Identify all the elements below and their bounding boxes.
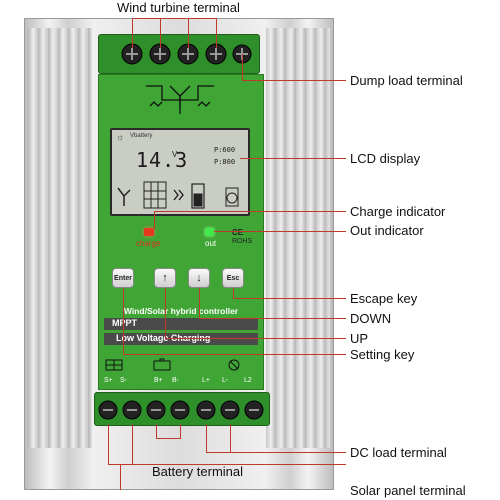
lead-esc-v [233,288,234,298]
label-s-plus: S+ [104,377,113,384]
label-b-plus: B+ [154,377,163,384]
label-down: DOWN [350,311,392,326]
label-solar: Solar panel terminal [350,483,466,498]
label-l-plus: L+ [202,377,210,384]
lead-dc-v2 [230,424,231,452]
charge-led [144,228,154,236]
mppt-band [104,318,258,330]
label-b-minus: B- [172,377,179,384]
lcd-voltage: 14.3 [136,148,189,172]
left-fins [28,28,92,448]
enter-key[interactable]: Enter [112,268,134,288]
lead-solar-v2 [132,424,133,464]
lead-wind-v3 [188,18,189,48]
label-battery: Battery terminal [152,464,244,479]
lcd-voltage-unit: V [172,150,178,159]
label-setting: Setting key [350,347,415,362]
lead-wind-v1 [132,18,133,48]
down-key[interactable]: ↓ [188,268,210,288]
lead-wind-h [132,18,217,19]
lead-setting-v [123,288,124,354]
lead-setting [123,354,346,355]
label-l2: L2 [244,377,252,384]
up-key[interactable]: ↑ [154,268,176,288]
lead-battery-v1 [156,424,157,438]
lead-dc-v [206,424,207,452]
lead-solar [108,464,346,465]
label-dump-load: Dump load terminal [350,73,463,88]
lcd-sun-icon: ☼ [116,132,125,142]
lead-dump [242,54,243,80]
out-led-label: out [205,239,217,248]
lead-down-v [199,288,200,318]
lead-solar-v1 [108,424,109,464]
lcd-status-icons [114,178,246,212]
lead-out [214,231,346,232]
ce-mark: CE [232,228,244,237]
label-escape: Escape key [350,291,418,306]
top-screws [108,40,252,68]
lead-charge-v [154,211,155,229]
bottom-terminal-icons [100,358,264,378]
lead-esc [233,298,346,299]
esc-key[interactable]: Esc [222,268,244,288]
bottom-screws [94,396,270,424]
rohs-mark: ROHS [232,238,253,245]
lead-charge [154,211,346,212]
right-fins [266,28,330,448]
device-title: Wind/Solar hybrid controller [123,306,239,316]
lcd-p-top: P:600 [214,146,236,154]
out-led [205,228,214,236]
lead-dc [206,452,346,453]
lead-battery-h [156,438,181,439]
lead-up [165,338,346,339]
low-voltage-band [104,333,258,345]
lcd-p-bottom: P:800 [214,158,236,166]
lead-lcd [240,158,346,159]
bottom-terminal-labels: S+ S- B+ B- L+ L- L2 [100,377,264,389]
label-wind-turbine: Wind turbine terminal [117,0,240,15]
label-charge-indicator: Charge indicator [350,204,446,219]
label-dc-load: DC load terminal [350,445,447,460]
lcd-display [110,128,250,216]
charge-led-label: charge [136,239,161,248]
label-out-indicator: Out indicator [350,223,424,238]
label-lcd: LCD display [350,151,421,166]
lead-solar-vd [120,464,121,490]
mppt-text: MPPT [112,318,138,328]
lead-wind-v4 [216,18,217,48]
lcd-battery-word: Vbattery [130,133,153,139]
label-l-minus: L- [222,377,229,384]
lead-dump-h [242,80,346,81]
low-voltage-text: Low Voltage Charging [116,333,211,343]
wind-turbine-icon [140,76,220,116]
lead-down [199,318,346,319]
lead-wind-v2 [160,18,161,48]
label-up: UP [350,331,369,346]
lead-up-v [165,288,166,338]
lead-battery-v2 [180,424,181,438]
label-s-minus: S- [120,377,127,384]
